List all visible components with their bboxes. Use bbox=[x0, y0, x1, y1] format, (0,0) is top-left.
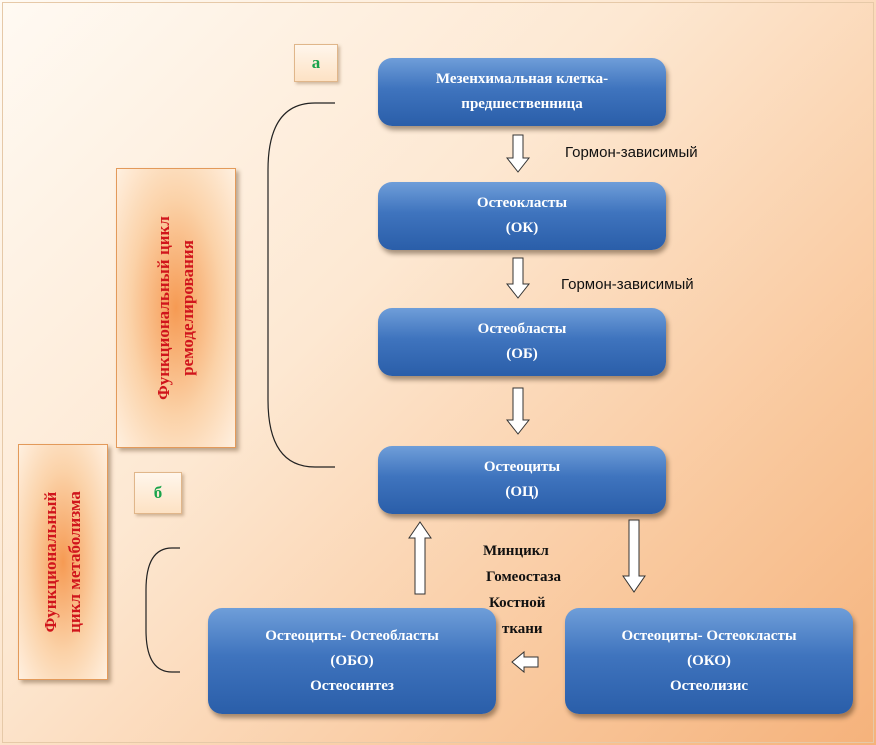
osteoblasts-line1: Остеобласты bbox=[477, 321, 567, 337]
arrow-down-1 bbox=[505, 134, 531, 173]
remodeling-cycle-panel: Функциональный цикл ремоделирования bbox=[116, 168, 236, 448]
obo-line3: Остеосинтез bbox=[310, 677, 394, 694]
minicycle-label-line3: Костной bbox=[489, 595, 546, 611]
remodeling-bracket bbox=[267, 102, 335, 468]
label-b: б bbox=[153, 483, 163, 502]
oko-line2: (ОКО) bbox=[687, 652, 731, 669]
mesenchymal-line1: Мезенхимальная клетка- bbox=[435, 71, 609, 87]
hormone-label-1: Гормон-зависимый bbox=[565, 144, 698, 161]
osteocytes-box: Остеоциты (ОЦ) bbox=[378, 446, 666, 514]
oko-box: Остеоциты- Остеокласты (ОКО) Остеолизис bbox=[565, 608, 853, 714]
arrow-left-oko-obo bbox=[511, 650, 539, 674]
oko-line3: Остеолизис bbox=[669, 677, 749, 694]
metabolism-cycle-panel: Функциональный цикл метаболизма bbox=[18, 444, 108, 680]
label-b-square: б bbox=[134, 472, 182, 514]
osteoclasts-line1: Остеокласты bbox=[476, 195, 568, 211]
oko-line1: Остеоциты- Остеокласты bbox=[621, 627, 797, 644]
osteoblasts-line2: (ОБ) bbox=[506, 346, 538, 362]
obo-box: Остеоциты- Остеобласты (ОБО) Остеосинтез bbox=[208, 608, 496, 714]
mesenchymal-cell-box: Мезенхимальная клетка- предшественница bbox=[378, 58, 666, 126]
arrow-down-2 bbox=[505, 257, 531, 299]
label-a: а bbox=[311, 53, 321, 72]
remodeling-cycle-title: Функциональный цикл ремоделирования bbox=[154, 216, 197, 400]
mesenchymal-line2: предшественница bbox=[461, 96, 583, 112]
arrow-up-obo bbox=[408, 521, 432, 595]
minicycle-label-line4: ткани bbox=[502, 621, 543, 637]
osteoclasts-box: Остеокласты (ОК) bbox=[378, 182, 666, 250]
osteocytes-line2: (ОЦ) bbox=[505, 484, 539, 500]
label-a-square: а bbox=[294, 44, 338, 82]
hormone-label-2: Гормон-зависимый bbox=[561, 276, 694, 293]
metabolism-cycle-title: Функциональный цикл метаболизма bbox=[41, 491, 84, 633]
arrow-down-3 bbox=[505, 387, 531, 435]
arrow-down-oko bbox=[622, 519, 646, 593]
obo-line1: Остеоциты- Остеобласты bbox=[265, 627, 439, 644]
osteocytes-line1: Остеоциты bbox=[483, 459, 561, 475]
minicycle-label-line1: Минцикл bbox=[483, 543, 549, 559]
osteoclasts-line2: (ОК) bbox=[505, 220, 539, 236]
obo-line2: (ОБО) bbox=[330, 652, 374, 669]
minicycle-label-line2: Гомеостаза bbox=[486, 569, 562, 585]
metabolism-bracket bbox=[145, 547, 180, 673]
osteoblasts-box: Остеобласты (ОБ) bbox=[378, 308, 666, 376]
